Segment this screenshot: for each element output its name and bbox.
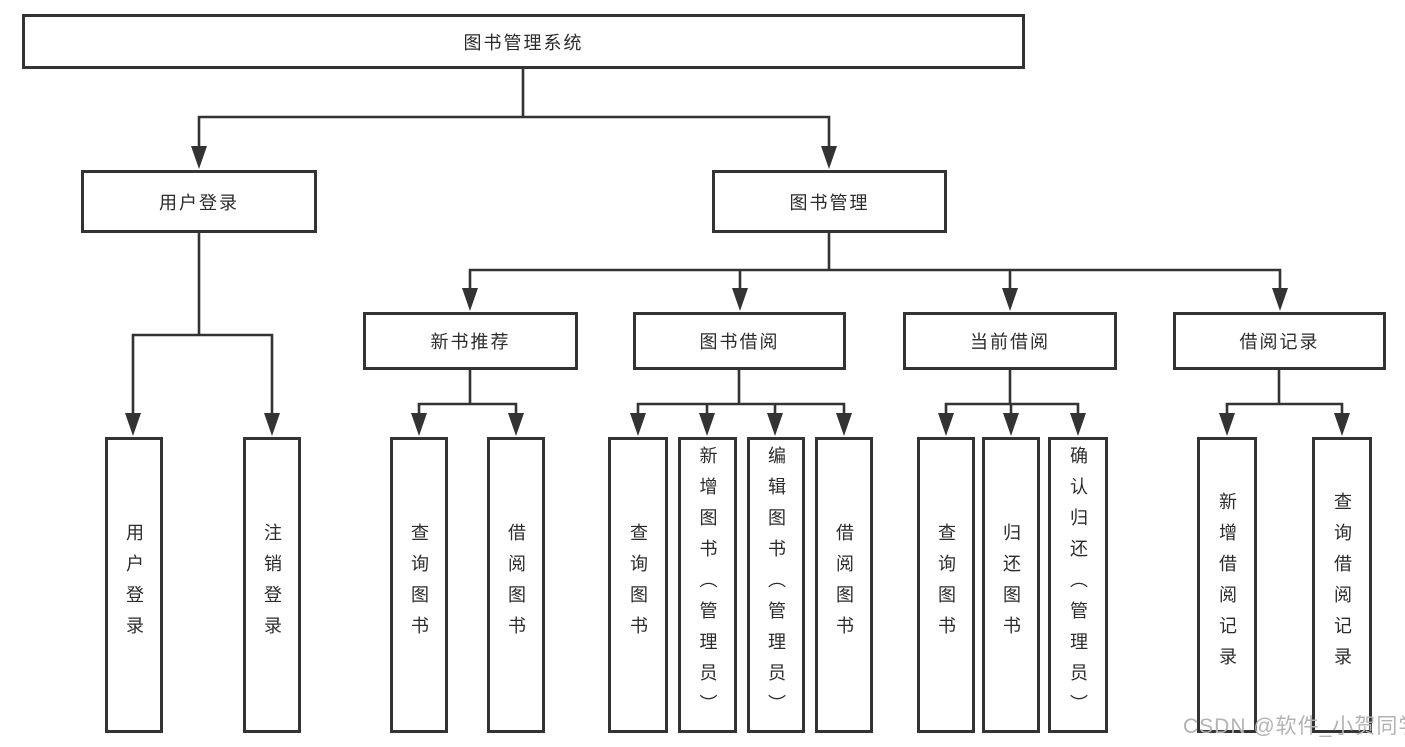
leaf-user-login: 用户登录 — [105, 437, 163, 733]
leaf-query-borrow-record: 查询借阅记录 — [1312, 437, 1372, 733]
csdn-watermark: CSDN @软件_小贺同学 — [1183, 715, 1405, 738]
node-book-management-system: 图书管理系统 — [22, 14, 1025, 69]
node-new-book-recommendation: 新书推荐 — [363, 312, 578, 370]
node-book-management: 图书管理 — [712, 170, 947, 233]
node-book-borrowing: 图书借阅 — [633, 312, 846, 370]
node-borrowing-records: 借阅记录 — [1173, 312, 1386, 370]
leaf-borrow-books: 借阅图书 — [815, 437, 873, 733]
node-user-login: 用户登录 — [81, 170, 317, 233]
leaf-borrow-books-recommend: 借阅图书 — [487, 437, 545, 733]
leaf-query-books-recommend: 查询图书 — [390, 437, 448, 733]
leaf-add-borrow-record: 新增借阅记录 — [1197, 437, 1257, 733]
leaf-query-books-borrow: 查询图书 — [608, 437, 668, 733]
node-current-borrowing: 当前借阅 — [903, 312, 1117, 370]
leaf-logout: 注销登录 — [243, 437, 301, 733]
leaf-return-books: 归还图书 — [982, 437, 1040, 733]
arrowheads — [125, 146, 1350, 436]
leaf-query-books-current: 查询图书 — [917, 437, 975, 733]
leaf-add-books-admin: 新增图书（管理员） — [678, 437, 737, 733]
leaf-confirm-return-admin: 确认归还（管理员） — [1048, 437, 1108, 733]
leaf-edit-books-admin: 编辑图书（管理员） — [747, 437, 805, 733]
